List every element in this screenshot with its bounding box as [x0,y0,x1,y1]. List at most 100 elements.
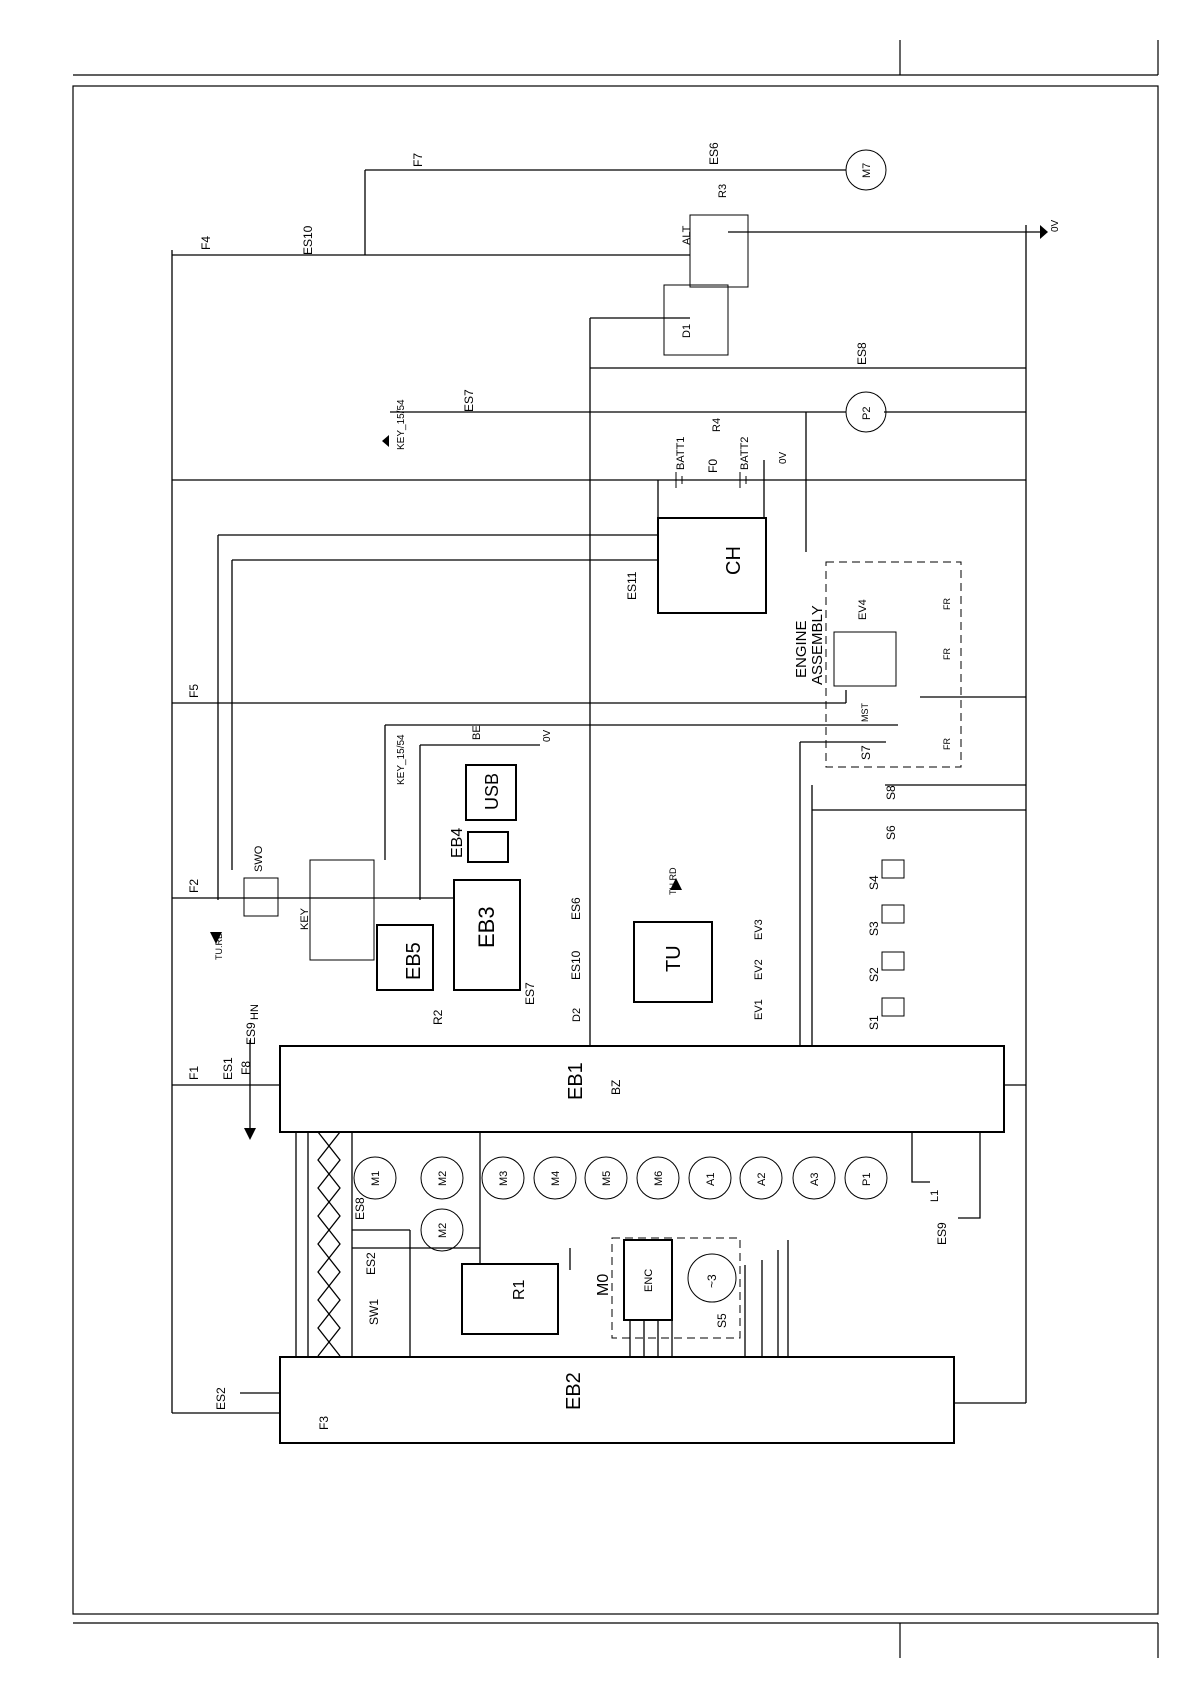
eb1-board: EB1 BZ [279,1045,1005,1133]
mst-label: MST [860,703,870,723]
pump-p1: P1 [844,1156,888,1200]
charger-module: CH [657,517,767,614]
drawing-frame [72,85,1159,1615]
switch-s2: S2 [867,967,881,982]
conn-es9-left: ES9 [244,1022,258,1045]
motor-m6: M6 [636,1156,680,1200]
actuator-a3: A3 [792,1156,836,1200]
conn-es9-right: ES9 [935,1222,949,1245]
engine-label: ENGINE [793,620,810,678]
fuse-f4: F4 [199,236,213,250]
fr-label-3: FR [942,738,952,750]
valve-ev2: EV2 [753,959,765,980]
svg-text:M4: M4 [550,1171,562,1186]
svg-text:A2: A2 [756,1173,768,1186]
conn-es7-top: ES7 [462,389,476,412]
switch-block [881,859,905,1017]
title-block [72,40,1159,1658]
zero-v-mid: 0V [778,451,789,464]
eb3-label: EB3 [474,906,499,948]
r2-label: R2 [431,1009,445,1025]
motor-m1: M1 [353,1156,397,1200]
eb5-label: EB5 [403,942,425,980]
fr-label-2: FR [942,648,952,660]
switch-s1: S1 [867,1015,881,1030]
fuse-f8: F8 [239,1061,253,1075]
motor-row: M1 M2 M2 M3 M4 M5 M6 A1 [353,1156,888,1252]
motor-m2-b: M2 [420,1208,464,1252]
eb3-board: EB3 [453,879,521,991]
valve-ev4: EV4 [857,599,869,620]
fr-label-1: FR [942,598,952,610]
hn-label: HN [249,1004,261,1020]
eb4-label: EB4 [449,828,466,858]
alt-label: ALT [681,225,693,245]
fuse-f5: F5 [187,684,201,698]
svg-text:M6: M6 [653,1171,665,1186]
fuse-f1: F1 [187,1066,201,1080]
conn-es6-top: ES6 [707,142,721,165]
m0-label: M0 [595,1274,612,1296]
ch-label: CH [723,546,745,575]
switch-sw1: SW1 [367,1299,381,1325]
d1-label: D1 [681,324,693,338]
conn-es6-mid: ES6 [569,897,583,920]
swo-label: SWO [253,845,265,872]
motor-m7: M7 [845,149,887,191]
conn-es7-mid: ES7 [523,982,537,1005]
fuse-f0: F0 [706,459,720,473]
wiring [171,169,1040,1424]
svg-text:A1: A1 [705,1173,717,1186]
conn-es8-mid: ES8 [353,1197,367,1220]
motor-m4: M4 [533,1156,577,1200]
conn-es2-left: ES2 [214,1387,228,1410]
tu-label: TU [663,945,685,972]
tu-rd-left: TU.RD [214,932,224,960]
key-signal-top: KEY_15/54 [396,399,407,450]
eb2-board: EB2 [279,1356,955,1444]
switch-s5: S5 [715,1313,729,1328]
motor-m3: M3 [481,1156,525,1200]
zero-v-eb: 0V [542,729,553,742]
svg-text:M5: M5 [601,1171,613,1186]
switch-s8: S8 [884,785,898,800]
eb5-board: EB5 [376,924,434,991]
motor-m2-a: M2 [420,1156,464,1200]
key-signal-mid: KEY_15/54 [396,734,407,785]
actuator-a1: A1 [688,1156,732,1200]
key-label: KEY [299,907,311,930]
bz-label: BZ [609,1080,623,1095]
enc-label: ENC [643,1269,655,1292]
switch-s3: S3 [867,921,881,936]
assembly-label: ASSEMBLY [809,605,826,685]
actuator-a2: A2 [739,1156,783,1200]
d2-label: D2 [571,1008,583,1022]
batteries [675,472,747,488]
tu-module: TU TU.RD [633,867,713,1003]
eb4-board: EB4 [449,828,509,863]
svg-text:M2: M2 [437,1223,449,1238]
tu-rd-label: TU.RD [668,867,678,895]
fuse-f2: F2 [187,879,201,893]
conn-es11: ES11 [625,571,639,600]
valve-ev1: EV1 [753,999,765,1020]
svg-text:M1: M1 [370,1171,382,1186]
conn-es8-top: ES8 [855,342,869,365]
switch-s6: S6 [884,825,898,840]
svg-text:M2: M2 [437,1171,449,1186]
be-label: BE [471,725,483,740]
l1-label: L1 [929,1190,941,1202]
usb-label: USB [482,773,502,810]
batt2-label: BATT2 [739,437,751,470]
zero-v-top: 0V [1050,219,1061,232]
engine-assembly: ENGINE ASSEMBLY MST FR FR FR [793,561,962,768]
svg-text:P1: P1 [861,1173,873,1186]
svg-text:P2: P2 [861,407,873,420]
svg-text:M3: M3 [498,1171,510,1186]
phase-label: ~3 [705,1274,719,1288]
conn-es1: ES1 [221,1057,235,1080]
motor-m5: M5 [584,1156,628,1200]
switch-s4: S4 [867,875,881,890]
eb1-label: EB1 [565,1062,587,1100]
